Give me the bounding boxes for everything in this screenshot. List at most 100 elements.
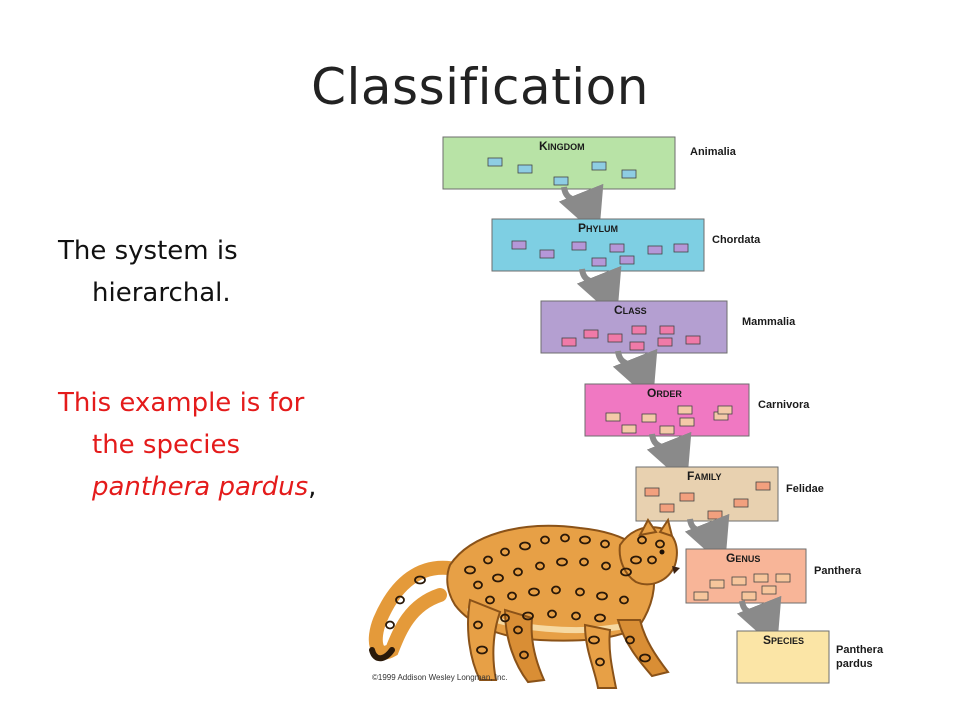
rosette-spot xyxy=(513,567,523,577)
rosette-spot xyxy=(595,657,605,667)
group-chip xyxy=(677,405,693,415)
rosette-spot xyxy=(519,650,529,660)
rank-label: SPECIES xyxy=(763,633,804,647)
rosette-spot xyxy=(600,539,610,549)
level-phylum: PHYLUM Chordata xyxy=(491,218,761,272)
flow-arrow xyxy=(558,183,604,238)
taxon-label: Felidae xyxy=(786,483,824,495)
group-chip xyxy=(621,169,637,179)
rosette-spot xyxy=(476,645,488,655)
rosette-spot xyxy=(637,535,647,545)
rosette-spot xyxy=(385,620,395,630)
group-chip xyxy=(629,341,645,351)
flow-arrow xyxy=(576,265,622,320)
rosette-spot xyxy=(483,555,493,565)
rosette-spot xyxy=(639,653,651,663)
rosette-spot xyxy=(507,591,517,601)
rosette-spot xyxy=(625,635,635,645)
group-chip xyxy=(631,325,647,335)
rosette-spot xyxy=(473,620,483,630)
rosette-spot xyxy=(522,611,534,621)
group-chip xyxy=(561,337,577,347)
rosette-spot xyxy=(596,591,608,601)
rosette-spot xyxy=(630,555,642,565)
group-chip xyxy=(619,255,635,265)
rank-label: FAMILY xyxy=(687,469,722,483)
rank-label: GENUS xyxy=(726,551,760,565)
rosette-spot xyxy=(588,635,600,645)
taxon-label: Panthera xyxy=(814,565,862,577)
group-chip xyxy=(717,405,733,415)
group-chip xyxy=(605,412,621,422)
taxon-label: Mammalia xyxy=(742,316,796,328)
copyright-text: ©1999 Addison Wesley Longman, Inc. xyxy=(372,673,508,682)
group-chip xyxy=(733,498,749,508)
group-chip xyxy=(657,337,673,347)
leopard-illustration xyxy=(368,517,680,689)
group-chip xyxy=(741,591,757,601)
group-chip xyxy=(761,585,777,595)
group-chip xyxy=(679,417,695,427)
rosette-spot xyxy=(620,567,632,577)
group-chip xyxy=(591,161,607,171)
group-chip xyxy=(709,579,725,589)
rosette-spot xyxy=(414,575,426,585)
rosette-spot xyxy=(619,595,629,605)
rosette-spot xyxy=(492,573,504,583)
group-chip xyxy=(621,424,637,434)
group-chip xyxy=(659,325,675,335)
species-name: panthera pardus xyxy=(92,472,309,502)
rosette-spot xyxy=(473,580,483,590)
rosette-spot xyxy=(528,587,540,597)
rank-label: KINGDOM xyxy=(539,139,585,153)
bullet-example: This example is for the species panthera… xyxy=(58,382,316,508)
rosette-spot xyxy=(575,587,585,597)
group-chip xyxy=(553,176,569,186)
rank-label: CLASS xyxy=(614,303,647,317)
rosette-spot xyxy=(655,539,665,549)
group-chip xyxy=(607,333,623,343)
rank-label: PHYLUM xyxy=(578,221,618,235)
rosette-spot xyxy=(571,611,581,621)
level-family: FAMILY Felidae xyxy=(635,466,824,522)
group-chip xyxy=(583,329,599,339)
group-chip xyxy=(571,241,587,251)
group-chip xyxy=(753,573,769,583)
group-chip xyxy=(609,243,625,253)
rosette-spot xyxy=(551,585,561,595)
group-chip xyxy=(659,503,675,513)
rosette-spot xyxy=(647,555,657,565)
rosette-spot xyxy=(594,613,606,623)
level-box xyxy=(736,630,830,684)
bullet-2-line-3: panthera pardus, xyxy=(58,466,316,508)
rosette-spot xyxy=(485,595,495,605)
rosette-spot xyxy=(395,595,405,605)
taxon-label: Chordata xyxy=(712,234,761,246)
group-chip xyxy=(775,573,791,583)
rosette-spot xyxy=(540,535,550,545)
flow-arrow xyxy=(684,513,730,568)
flow-arrow xyxy=(736,595,782,650)
level-class: CLASS Mammalia xyxy=(540,300,796,354)
group-chip xyxy=(511,240,527,250)
rosette-spot xyxy=(579,557,589,567)
flow-arrow xyxy=(646,431,692,486)
group-chip xyxy=(641,413,657,423)
rosette-spot xyxy=(579,535,591,545)
group-chip xyxy=(644,487,660,497)
rosette-spot xyxy=(519,541,531,551)
rosette-spot xyxy=(500,613,510,623)
flow-arrow xyxy=(612,348,658,403)
rosette-spot xyxy=(513,625,523,635)
group-chip xyxy=(755,481,771,491)
bullet-hierarchy: The system is hierarchal. xyxy=(58,230,238,314)
rosette-spot xyxy=(547,609,557,619)
group-chip xyxy=(685,335,701,345)
bullet-1-line-2: hierarchal. xyxy=(92,278,231,308)
group-chip xyxy=(659,425,675,435)
